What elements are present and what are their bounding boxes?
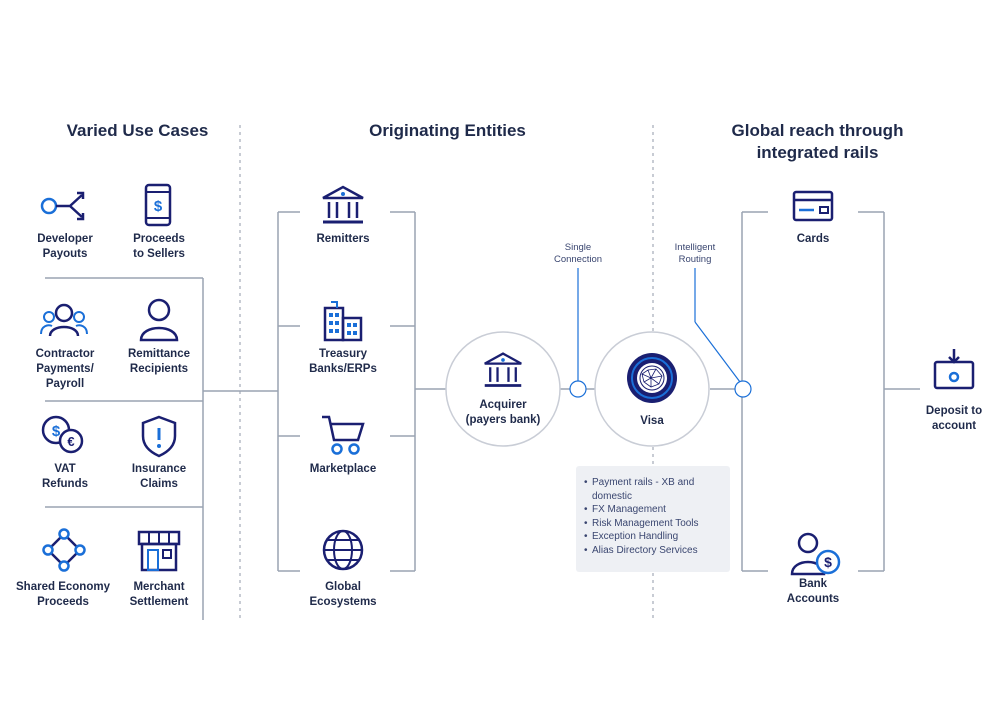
bank-icon (484, 352, 522, 387)
feature-item: FX Management (584, 503, 730, 517)
rail-label: Cards (796, 233, 830, 245)
entity-label: Remitters (316, 233, 370, 245)
storefront-icon (137, 530, 181, 572)
entity-label: Global Ecosystems (309, 581, 377, 608)
use-case-label: Shared Economy Proceeds (16, 581, 110, 608)
svg-text:$: $ (52, 423, 61, 440)
features-box: Payment rails - XB and domestic FX Manag… (576, 466, 730, 572)
deposit-label: Deposit to account (925, 405, 983, 432)
person-dollar-icon: $ (790, 532, 841, 576)
global-reach-header: Global reach through integrated rails (731, 121, 904, 162)
intelligent-routing-label: Intelligent Routing (674, 242, 716, 265)
use-cases-header: Varied Use Cases (66, 121, 209, 140)
network-icon (42, 528, 86, 572)
phone-dollar-icon: $ (144, 183, 172, 227)
buildings-icon (323, 301, 363, 342)
use-case-label: Insurance Claims (131, 463, 187, 490)
group-icon (40, 303, 88, 337)
feature-item: Risk Management Tools (584, 517, 730, 531)
person-icon (139, 298, 179, 342)
visa-globe-icon (627, 353, 677, 403)
use-case-label: Contractor Payments/ Payroll (35, 348, 95, 390)
deposit-icon (933, 349, 975, 390)
rail-label: Bank Accounts (786, 578, 840, 605)
feature-item: Exception Handling (584, 530, 730, 544)
feature-item: Payment rails - XB and domestic (584, 476, 730, 503)
single-connection-label: Single Connection (553, 242, 603, 265)
share-nodes-icon (40, 191, 85, 221)
acquirer-label: Acquirer (payers bank) (465, 399, 541, 426)
use-case-label: VAT Refunds (42, 463, 88, 490)
card-icon (792, 190, 834, 222)
svg-text:$: $ (154, 198, 163, 215)
feature-item: Alias Directory Services (584, 544, 730, 558)
use-case-label: Merchant Settlement (129, 581, 189, 608)
use-case-label: Proceeds to Sellers (133, 233, 185, 260)
originating-entities-header: Originating Entities (369, 121, 526, 140)
use-case-label: Remittance Recipients (128, 348, 190, 375)
cart-icon (322, 415, 365, 455)
bank-icon (322, 185, 364, 224)
entity-label: Marketplace (309, 463, 377, 475)
coins-icon: $ € (41, 415, 84, 454)
entity-label: Treasury Banks/ERPs (309, 348, 377, 375)
svg-text:$: $ (824, 554, 832, 570)
svg-text:€: € (67, 434, 74, 449)
globe-icon (322, 529, 364, 571)
visa-label: Visa (640, 415, 664, 427)
shield-icon (141, 415, 177, 458)
use-case-label: Developer Payouts (37, 233, 93, 260)
